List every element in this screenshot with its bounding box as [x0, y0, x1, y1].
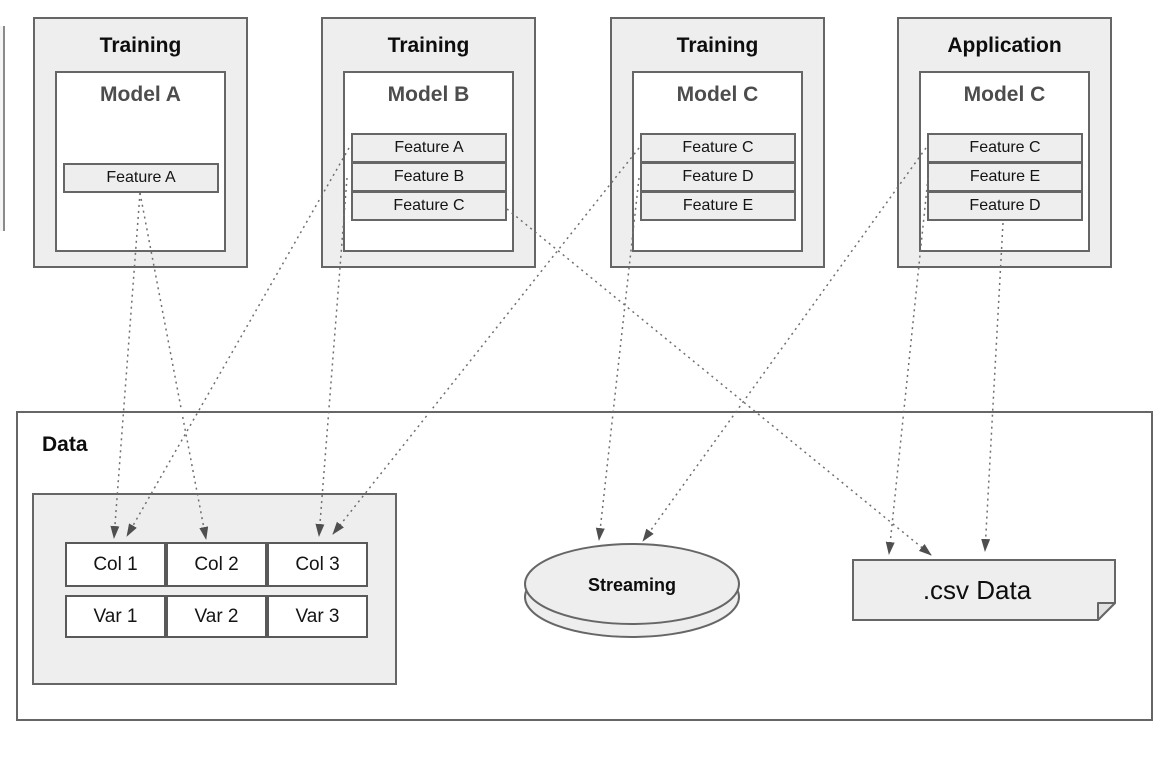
feature-box: Feature C: [351, 191, 507, 221]
model-title: Model C: [676, 83, 759, 106]
model-title: Model C: [963, 83, 1046, 106]
stage-label: Application: [947, 34, 1062, 57]
model-box-b: Model B Feature A Feature B Feature C: [343, 71, 514, 252]
table-cell-col-3: Col 3: [267, 542, 368, 587]
feature-box: Feature C: [927, 133, 1083, 163]
model-box-a: Model A Feature A: [55, 71, 226, 252]
card-training-model-c: Training Model C Feature C Feature D Fea…: [610, 17, 825, 268]
feature-box: Feature D: [640, 162, 796, 192]
data-table: Col 1 Col 2 Col 3 Var 1 Var 2 Var 3: [32, 493, 397, 685]
data-container: Data Col 1 Col 2 Col 3 Var 1 Var 2 Var 3: [16, 411, 1153, 721]
table-cell-col-1: Col 1: [65, 542, 166, 587]
cropped-box-edge: [0, 26, 5, 231]
stage-label: Training: [387, 34, 470, 57]
table-cell-var-2: Var 2: [166, 595, 267, 638]
data-section-label: Data: [42, 433, 88, 456]
feature-box: Feature D: [927, 191, 1083, 221]
stage-label: Training: [676, 34, 759, 57]
table-cell-col-2: Col 2: [166, 542, 267, 587]
card-training-model-b: Training Model B Feature A Feature B Fea…: [321, 17, 536, 268]
feature-box: Feature A: [351, 133, 507, 163]
table-cell-var-1: Var 1: [65, 595, 166, 638]
model-box-c-application: Model C Feature C Feature E Feature D: [919, 71, 1090, 252]
feature-box: Feature A: [63, 163, 219, 193]
feature-box: Feature C: [640, 133, 796, 163]
feature-box: Feature B: [351, 162, 507, 192]
model-title: Model A: [100, 83, 181, 106]
feature-box: Feature E: [927, 162, 1083, 192]
model-box-c-training: Model C Feature C Feature D Feature E: [632, 71, 803, 252]
card-application-model-c: Application Model C Feature C Feature E …: [897, 17, 1112, 268]
stage-label: Training: [99, 34, 182, 57]
table-cell-var-3: Var 3: [267, 595, 368, 638]
model-title: Model B: [387, 83, 470, 106]
feature-box: Feature E: [640, 191, 796, 221]
card-training-model-a: Training Model A Feature A: [33, 17, 248, 268]
